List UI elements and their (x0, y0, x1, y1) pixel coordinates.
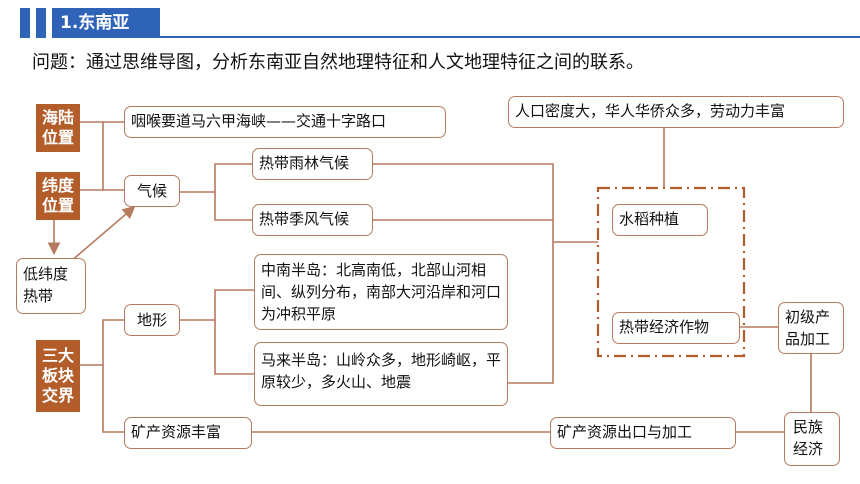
node-terrain: 地形 (124, 304, 180, 336)
node-population-labor: 人口密度大，华人华侨众多，劳动力丰富 (508, 96, 844, 128)
node-malacca-strait: 咽喉要道马六甲海峡——交通十字路口 (124, 106, 446, 138)
node-climate: 气候 (124, 175, 180, 207)
category-three-plates-junction: 三大板块交界 (36, 340, 80, 412)
node-malay-peninsula: 马来半岛：山岭众多，地形崎岖，平原较少，多火山、地震 (254, 342, 508, 406)
node-rich-mineral-resources: 矿产资源丰富 (124, 417, 252, 449)
node-tropical-rainforest-climate: 热带雨林气候 (252, 148, 373, 180)
question-text: 问题：通过思维导图，分析东南亚自然地理特征和人文地理特征之间的联系。 (32, 52, 644, 73)
node-rice-cultivation: 水稻种植 (612, 204, 708, 236)
header-underline (52, 36, 860, 38)
category-latitude-position: 纬度位置 (36, 172, 80, 220)
node-tropical-monsoon-climate: 热带季风气候 (252, 204, 373, 236)
section-title: 1.东南亚 (52, 8, 160, 38)
node-low-latitude-tropics: 低纬度热带 (16, 258, 86, 314)
header-accent-bar (20, 8, 30, 38)
node-indochina-peninsula: 中南半岛：北高南低，北部山河相间、纵列分布，南部大河沿岸和河口为冲积平原 (254, 254, 508, 330)
header-accent-bar (36, 8, 46, 38)
node-national-economy: 民族经济 (784, 412, 840, 466)
category-sea-land-position: 海陆位置 (36, 104, 80, 152)
node-mineral-export-processing: 矿产资源出口与加工 (550, 417, 736, 449)
node-primary-product-processing: 初级产品加工 (778, 302, 844, 354)
node-tropical-cash-crops: 热带经济作物 (612, 312, 740, 344)
